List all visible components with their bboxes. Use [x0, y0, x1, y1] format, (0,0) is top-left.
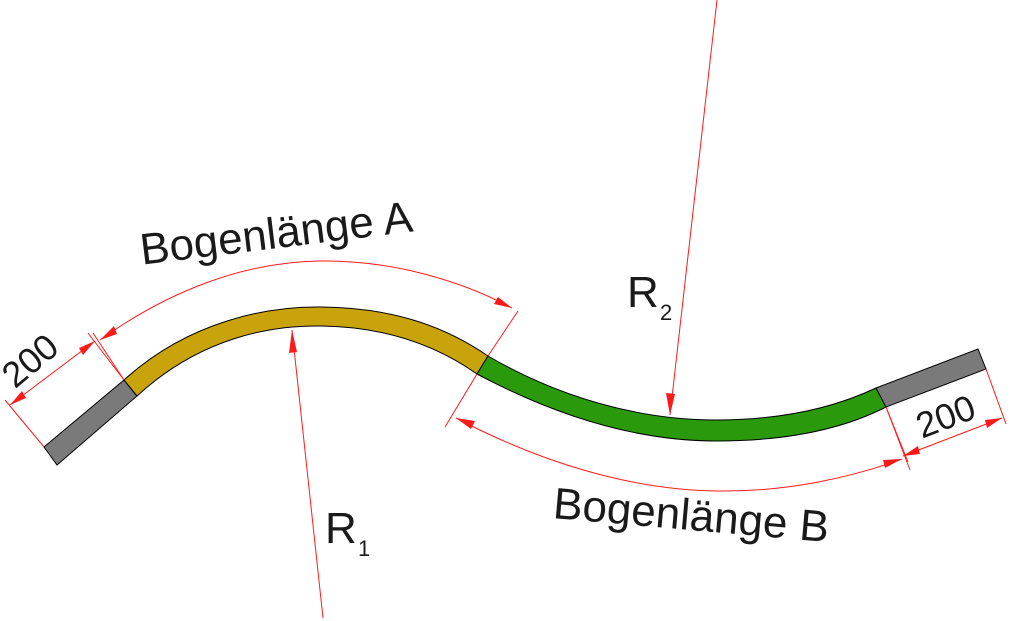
left-straight-dimension [4, 332, 125, 448]
arc-a-arrow-right [494, 297, 512, 308]
arc-b-dimension [444, 373, 911, 492]
rail [43, 306, 987, 466]
right-straight-arrow-inner [903, 446, 920, 456]
arc-a-dimension-line [99, 260, 513, 341]
left-straight-arrow-outer [10, 391, 26, 405]
arc-a-label: Bogenlänge A [137, 193, 416, 275]
arc-b-dimension-line [455, 417, 903, 492]
radius-r1-arrow [289, 330, 297, 353]
arc-b-arrow-left [456, 418, 475, 429]
right-straight-label: 200 [910, 386, 981, 446]
right-straight-extension-outer [985, 368, 1007, 425]
left-straight-arrow-inner [79, 341, 95, 355]
radius-r2-line [669, 0, 718, 416]
arc-a-dimension [92, 260, 519, 381]
left-straight-extension-inner [87, 332, 125, 381]
radius-r1-letter: R [325, 504, 357, 553]
radius-r2-index: 2 [660, 300, 672, 325]
left-straight-dimension-line [9, 340, 96, 406]
radius-r1 [289, 329, 324, 619]
radius-r1-line [291, 329, 324, 619]
radius-r2 [666, 0, 718, 416]
right-straight-arrow-outer [985, 418, 1002, 428]
radius-r2-arrow [666, 393, 675, 415]
arc-a-arrow-left [100, 326, 117, 340]
left-straight-label: 200 [0, 325, 66, 395]
right-straight-dimension-line [902, 417, 1003, 457]
arc-a-section [123, 306, 489, 397]
arc-a-extension-left [92, 332, 125, 381]
left-straight-section [43, 379, 138, 466]
arc-b-extension-left [444, 373, 478, 428]
radius-r2-letter: R [627, 268, 659, 317]
left-straight-extension-outer [4, 399, 45, 448]
arc-b-section [476, 355, 887, 442]
radius-r1-index: 1 [358, 536, 370, 561]
arc-b-arrow-right [883, 459, 902, 468]
arc-a-extension-right [487, 310, 519, 357]
right-straight-dimension [885, 368, 1007, 463]
right-straight-extension-inner [885, 406, 909, 463]
arc-b-label: Bogenlänge B [551, 479, 831, 552]
